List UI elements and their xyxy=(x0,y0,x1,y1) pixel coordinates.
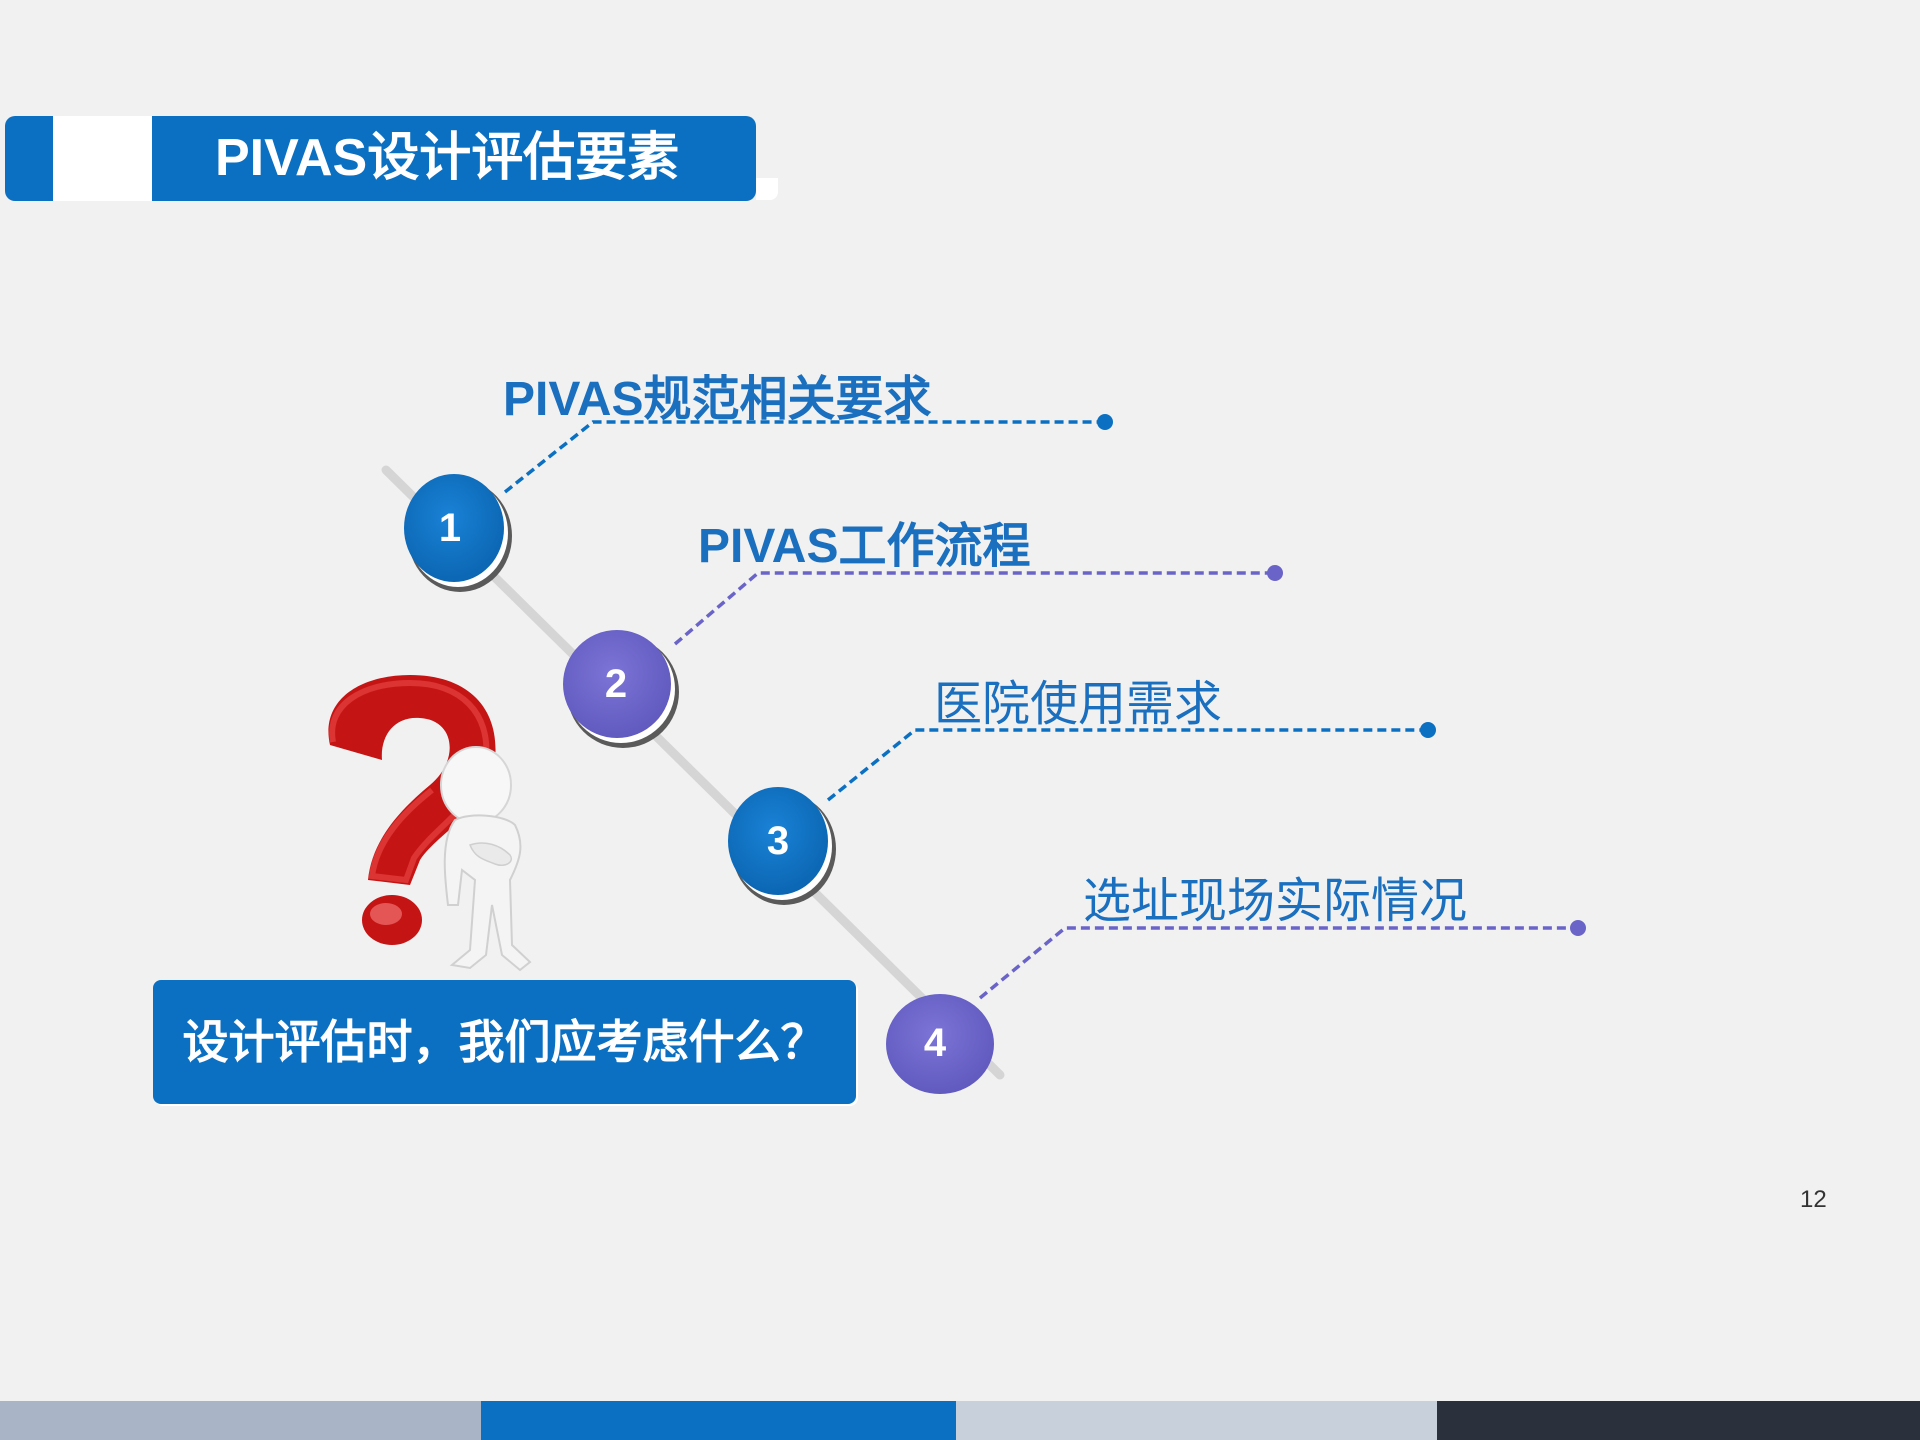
connector-3 xyxy=(826,722,1436,802)
step-circle-4 xyxy=(886,994,994,1094)
question-box: 设计评估时，我们应考虑什么？ xyxy=(153,980,856,1104)
connector-1 xyxy=(503,414,1113,494)
item-label-4: 选址现场实际情况 xyxy=(1083,875,1468,928)
footer-stripe-2 xyxy=(481,1401,956,1440)
step-number-2: 2 xyxy=(604,662,628,706)
step-number-3: 3 xyxy=(766,819,790,863)
connector-4 xyxy=(978,920,1586,1000)
step-circle-1 xyxy=(404,474,512,592)
title-bar-tail xyxy=(756,178,778,200)
title-bar: PIVAS设计评估要素 xyxy=(5,116,756,201)
item-label-2: PIVAS工作流程 xyxy=(698,520,1031,573)
question-mark-figure-icon xyxy=(328,675,532,972)
step-number-1: 1 xyxy=(438,506,462,550)
connector-2 xyxy=(673,565,1283,646)
item-label-3: 医院使用需求 xyxy=(934,678,1223,731)
page-number: 12 xyxy=(1800,1186,1827,1213)
title-accent-block xyxy=(53,116,152,201)
step-number-4: 4 xyxy=(923,1021,947,1065)
footer-stripe-4 xyxy=(1437,1401,1920,1440)
step-circle-3 xyxy=(728,787,836,905)
footer-stripe-3 xyxy=(956,1401,1437,1440)
item-label-1: PIVAS规范相关要求 xyxy=(503,373,932,426)
footer-stripe-1 xyxy=(0,1401,481,1440)
step-circle-2 xyxy=(563,630,679,748)
slide-title: PIVAS设计评估要素 xyxy=(215,129,680,187)
